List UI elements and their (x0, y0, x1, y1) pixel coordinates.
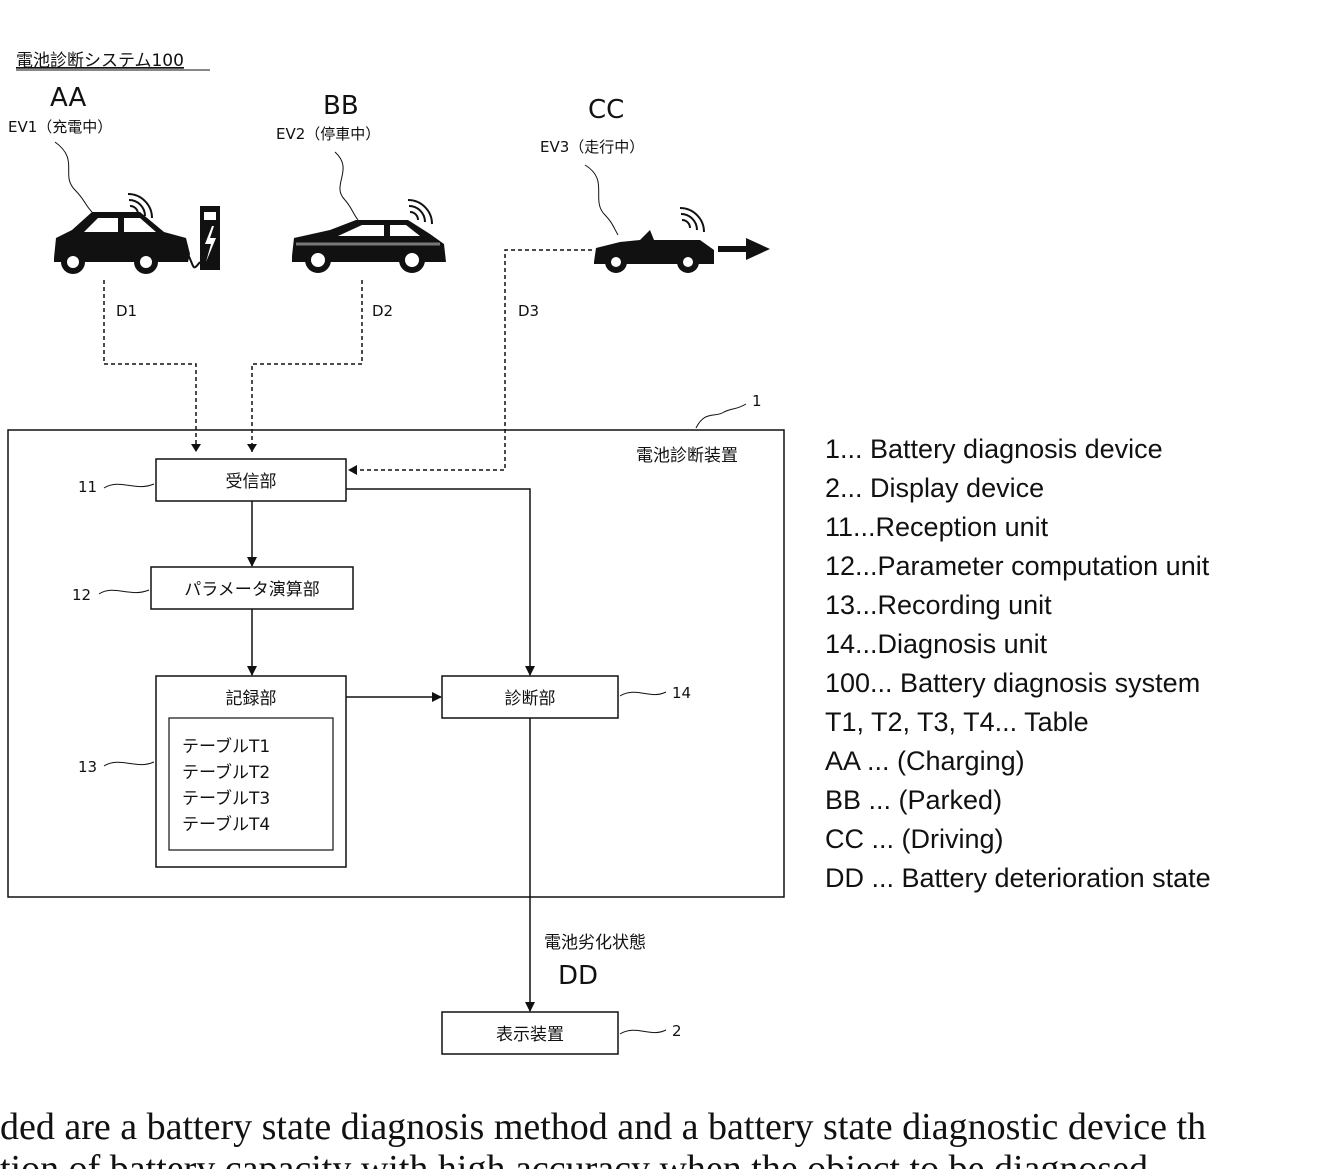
ev1-car-icon (54, 212, 190, 274)
abstract-text: ded are a battery state diagnosis method… (0, 1106, 1339, 1169)
legend-item: 13...Recording unit (825, 586, 1211, 625)
abstract-line-1: ded are a battery state diagnosis method… (0, 1106, 1206, 1148)
line-label-d2: D2 (372, 302, 393, 320)
legend-item: 2... Display device (825, 469, 1211, 508)
abstract-line-2: tion of battery capacity with high accur… (0, 1148, 1148, 1169)
legend-item: 11...Reception unit (825, 508, 1211, 547)
ev2-car-icon (292, 220, 446, 273)
recording-ref: 13 (78, 758, 97, 776)
table-t3: テーブルT3 (182, 788, 270, 809)
reception-ref: 11 (78, 478, 97, 496)
diagnosis-unit-label: 診断部 (505, 689, 556, 709)
vehicle-bb-sub: EV2（停車中） (276, 125, 380, 143)
device-ref: 1 (752, 392, 762, 410)
data-line-d2 (252, 280, 362, 452)
vehicle-cc-sub: EV3（走行中） (540, 138, 644, 156)
table-t1: テーブルT1 (182, 736, 270, 757)
output-label: 電池劣化状態 (544, 933, 646, 953)
vehicle-aa-sub: EV1（充電中） (8, 118, 112, 136)
parameter-ref: 12 (72, 586, 91, 604)
recording-unit-label: 記録部 (226, 689, 277, 709)
legend-item: 100... Battery diagnosis system (825, 664, 1211, 703)
legend-item: 1... Battery diagnosis device (825, 430, 1211, 469)
line-label-d1: D1 (116, 302, 137, 320)
legend-item: CC ... (Driving) (825, 820, 1211, 859)
diagnosis-ref: 14 (672, 684, 691, 702)
table-t2: テーブルT2 (182, 762, 270, 783)
display-ref: 2 (672, 1022, 682, 1040)
ev3-wireless-icon (680, 208, 704, 232)
battery-diagnosis-device-box (8, 430, 784, 897)
driving-arrow-icon (718, 238, 770, 260)
parameter-unit-label: パラメータ演算部 (184, 580, 320, 600)
reference-legend: 1... Battery diagnosis device 2... Displ… (825, 430, 1211, 898)
reception-unit-label: 受信部 (226, 472, 277, 492)
charger-icon (186, 206, 220, 270)
table-t4: テーブルT4 (182, 814, 270, 835)
ev3-car-icon (594, 230, 714, 273)
vehicle-bb-label: BB (323, 91, 359, 121)
vehicle-aa-label: AA (50, 83, 87, 113)
legend-item: DD ... Battery deterioration state (825, 859, 1211, 898)
ev2-wireless-icon (408, 200, 432, 224)
system-title: 電池診断システム100 (16, 51, 184, 71)
output-code: DD (558, 961, 598, 991)
legend-item: 14...Diagnosis unit (825, 625, 1211, 664)
display-device-label: 表示装置 (496, 1025, 564, 1045)
vehicle-cc-label: CC (588, 95, 624, 125)
legend-item: 12...Parameter computation unit (825, 547, 1211, 586)
data-line-d3 (356, 250, 592, 470)
device-title: 電池診断装置 (636, 446, 738, 466)
legend-item: BB ... (Parked) (825, 781, 1211, 820)
legend-item: AA ... (Charging) (825, 742, 1211, 781)
line-label-d3: D3 (518, 302, 539, 320)
arrow-reception-to-diagnosis (346, 489, 530, 675)
legend-item: T1, T2, T3, T4... Table (825, 703, 1211, 742)
